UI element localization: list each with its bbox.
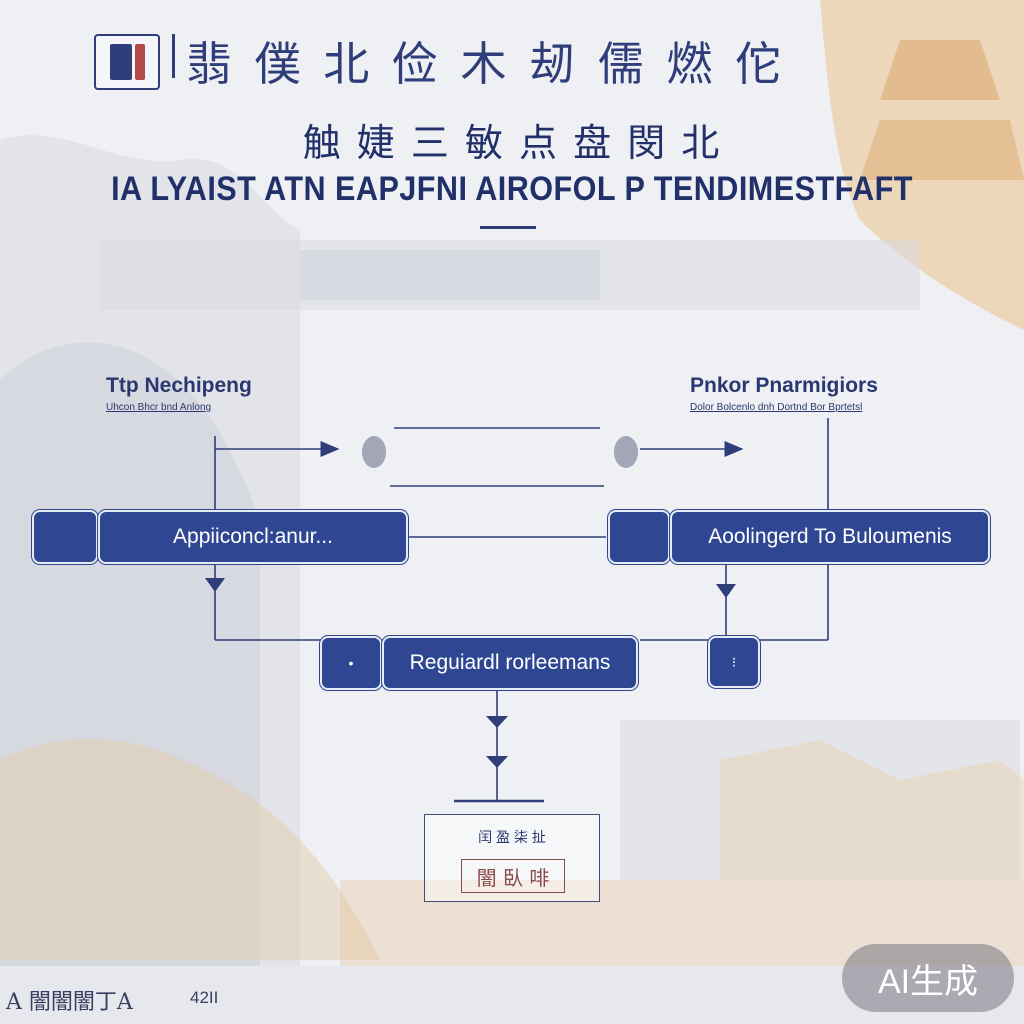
left-panel-subheading: Uhcon Bhcr bnd Anlong (106, 402, 212, 413)
logo-block (109, 44, 132, 80)
logo-seal (134, 44, 145, 80)
seal-stamp: 闇 臥 啡 (461, 859, 565, 893)
title-underline (480, 226, 536, 229)
center-main-node-label: Reguiardl rorleemans (409, 651, 611, 674)
left-square-node (32, 510, 98, 564)
stamp-top-text: 闰 盈 柒 扯 (478, 829, 546, 845)
right-square-node (608, 510, 670, 564)
right-small-node: ⁝ (708, 636, 760, 688)
left-panel-heading: Ttp Nechipeng (106, 374, 252, 397)
arrow-left-down (205, 578, 225, 592)
footer-label: A 闇闇闇丁A (6, 990, 133, 1015)
right-main-node: Aoolingerd To Buloumenis (670, 510, 990, 564)
right-panel-subheading: Dolor Bolcenlo dnh Dortnd Bor Bprtetsl (690, 402, 863, 413)
bullet-icon: ⁝ (731, 653, 737, 670)
header-divider (172, 34, 175, 78)
figure-icon-left (362, 436, 386, 468)
logo-icon (94, 34, 160, 90)
subtitle-chinese: 触 婕 三 敏 点 盘 閔 北 (302, 121, 722, 165)
figure-icon-right (614, 436, 638, 468)
ai-generated-label: AI生成 (877, 962, 979, 1001)
ai-generated-badge: AI生成 (842, 944, 1014, 1012)
left-main-node: Appiiconcl:anur... (98, 510, 408, 564)
subtitle-english: IA LYAIST ATN EAPJFNI AIROFOL P TENDIMES… (111, 170, 913, 208)
page-title: 翡 僕 北 俭 木 刼 儒 燃 佗 (186, 37, 785, 91)
arrow-right-down (716, 584, 736, 598)
bullet-icon: • (348, 655, 354, 671)
center-square-node: • (320, 636, 382, 690)
right-panel-heading: Pnkor Pnarmigiors (690, 374, 878, 397)
arrow-center-down-1 (486, 716, 508, 728)
left-main-node-label: Appiiconcl:anur... (173, 525, 333, 548)
arrow-center-down-2 (486, 756, 508, 768)
right-main-node-label: Aoolingerd To Buloumenis (708, 525, 952, 548)
footer-number: 42II (190, 988, 219, 1007)
stamp-box: 闰 盈 柒 扯 闇 臥 啡 (424, 814, 600, 902)
center-main-node: Reguiardl rorleemans (382, 636, 638, 690)
seal-stamp-text: 闇 臥 啡 (476, 865, 550, 890)
